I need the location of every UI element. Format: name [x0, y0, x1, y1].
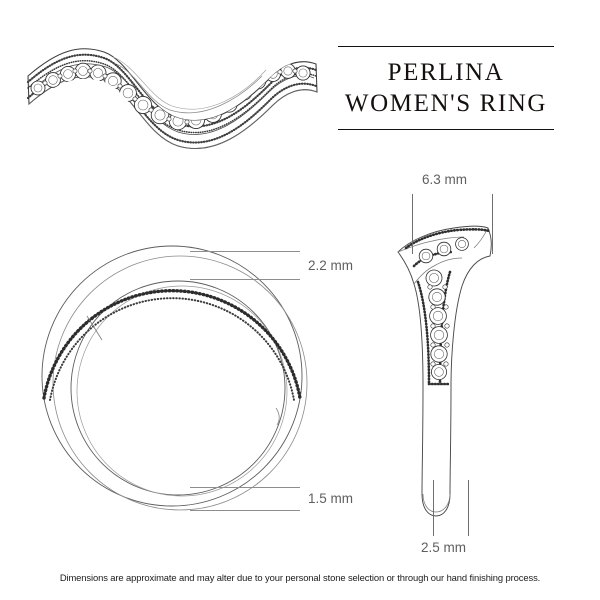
footer-disclaimer: Dimensions are approximate and may alter… [59, 572, 541, 583]
front-milgrain [42, 289, 302, 400]
dim-leader-1-5mm-lower [190, 510, 300, 511]
front-view [30, 228, 320, 523]
dim-leader-2-5mm-left [433, 480, 434, 536]
dim-leader-6-3mm-right [492, 194, 493, 254]
page-title: PERLINA WOMEN'S RING [344, 59, 548, 117]
dim-label-band-head-width: 6.3 mm [422, 172, 468, 187]
title-rule-bottom [338, 129, 554, 130]
title-rule-top [338, 46, 554, 47]
dim-leader-2-2mm-lower [190, 279, 300, 280]
side-pave-stones [418, 237, 469, 380]
dim-label-band-top-width: 2.2 mm [308, 258, 354, 273]
side-view [392, 186, 522, 536]
front-detail-notch [275, 407, 280, 426]
dim-leader-2-5mm-right [468, 480, 469, 536]
band-outline [27, 48, 318, 150]
front-milgrain-inner [49, 297, 295, 401]
dim-leader-6-3mm-left [412, 194, 413, 254]
title-block: PERLINA WOMEN'S RING [338, 46, 554, 130]
dim-leader-1-5mm-upper [190, 487, 300, 488]
front-detail-tick [86, 315, 103, 341]
ring-circles [41, 245, 308, 511]
dim-label-band-bottom-width: 1.5 mm [308, 491, 354, 506]
dim-label-band-shank-width: 2.5 mm [421, 540, 467, 555]
perspective-view [18, 36, 328, 166]
dim-leader-2-2mm-upper [190, 251, 300, 252]
